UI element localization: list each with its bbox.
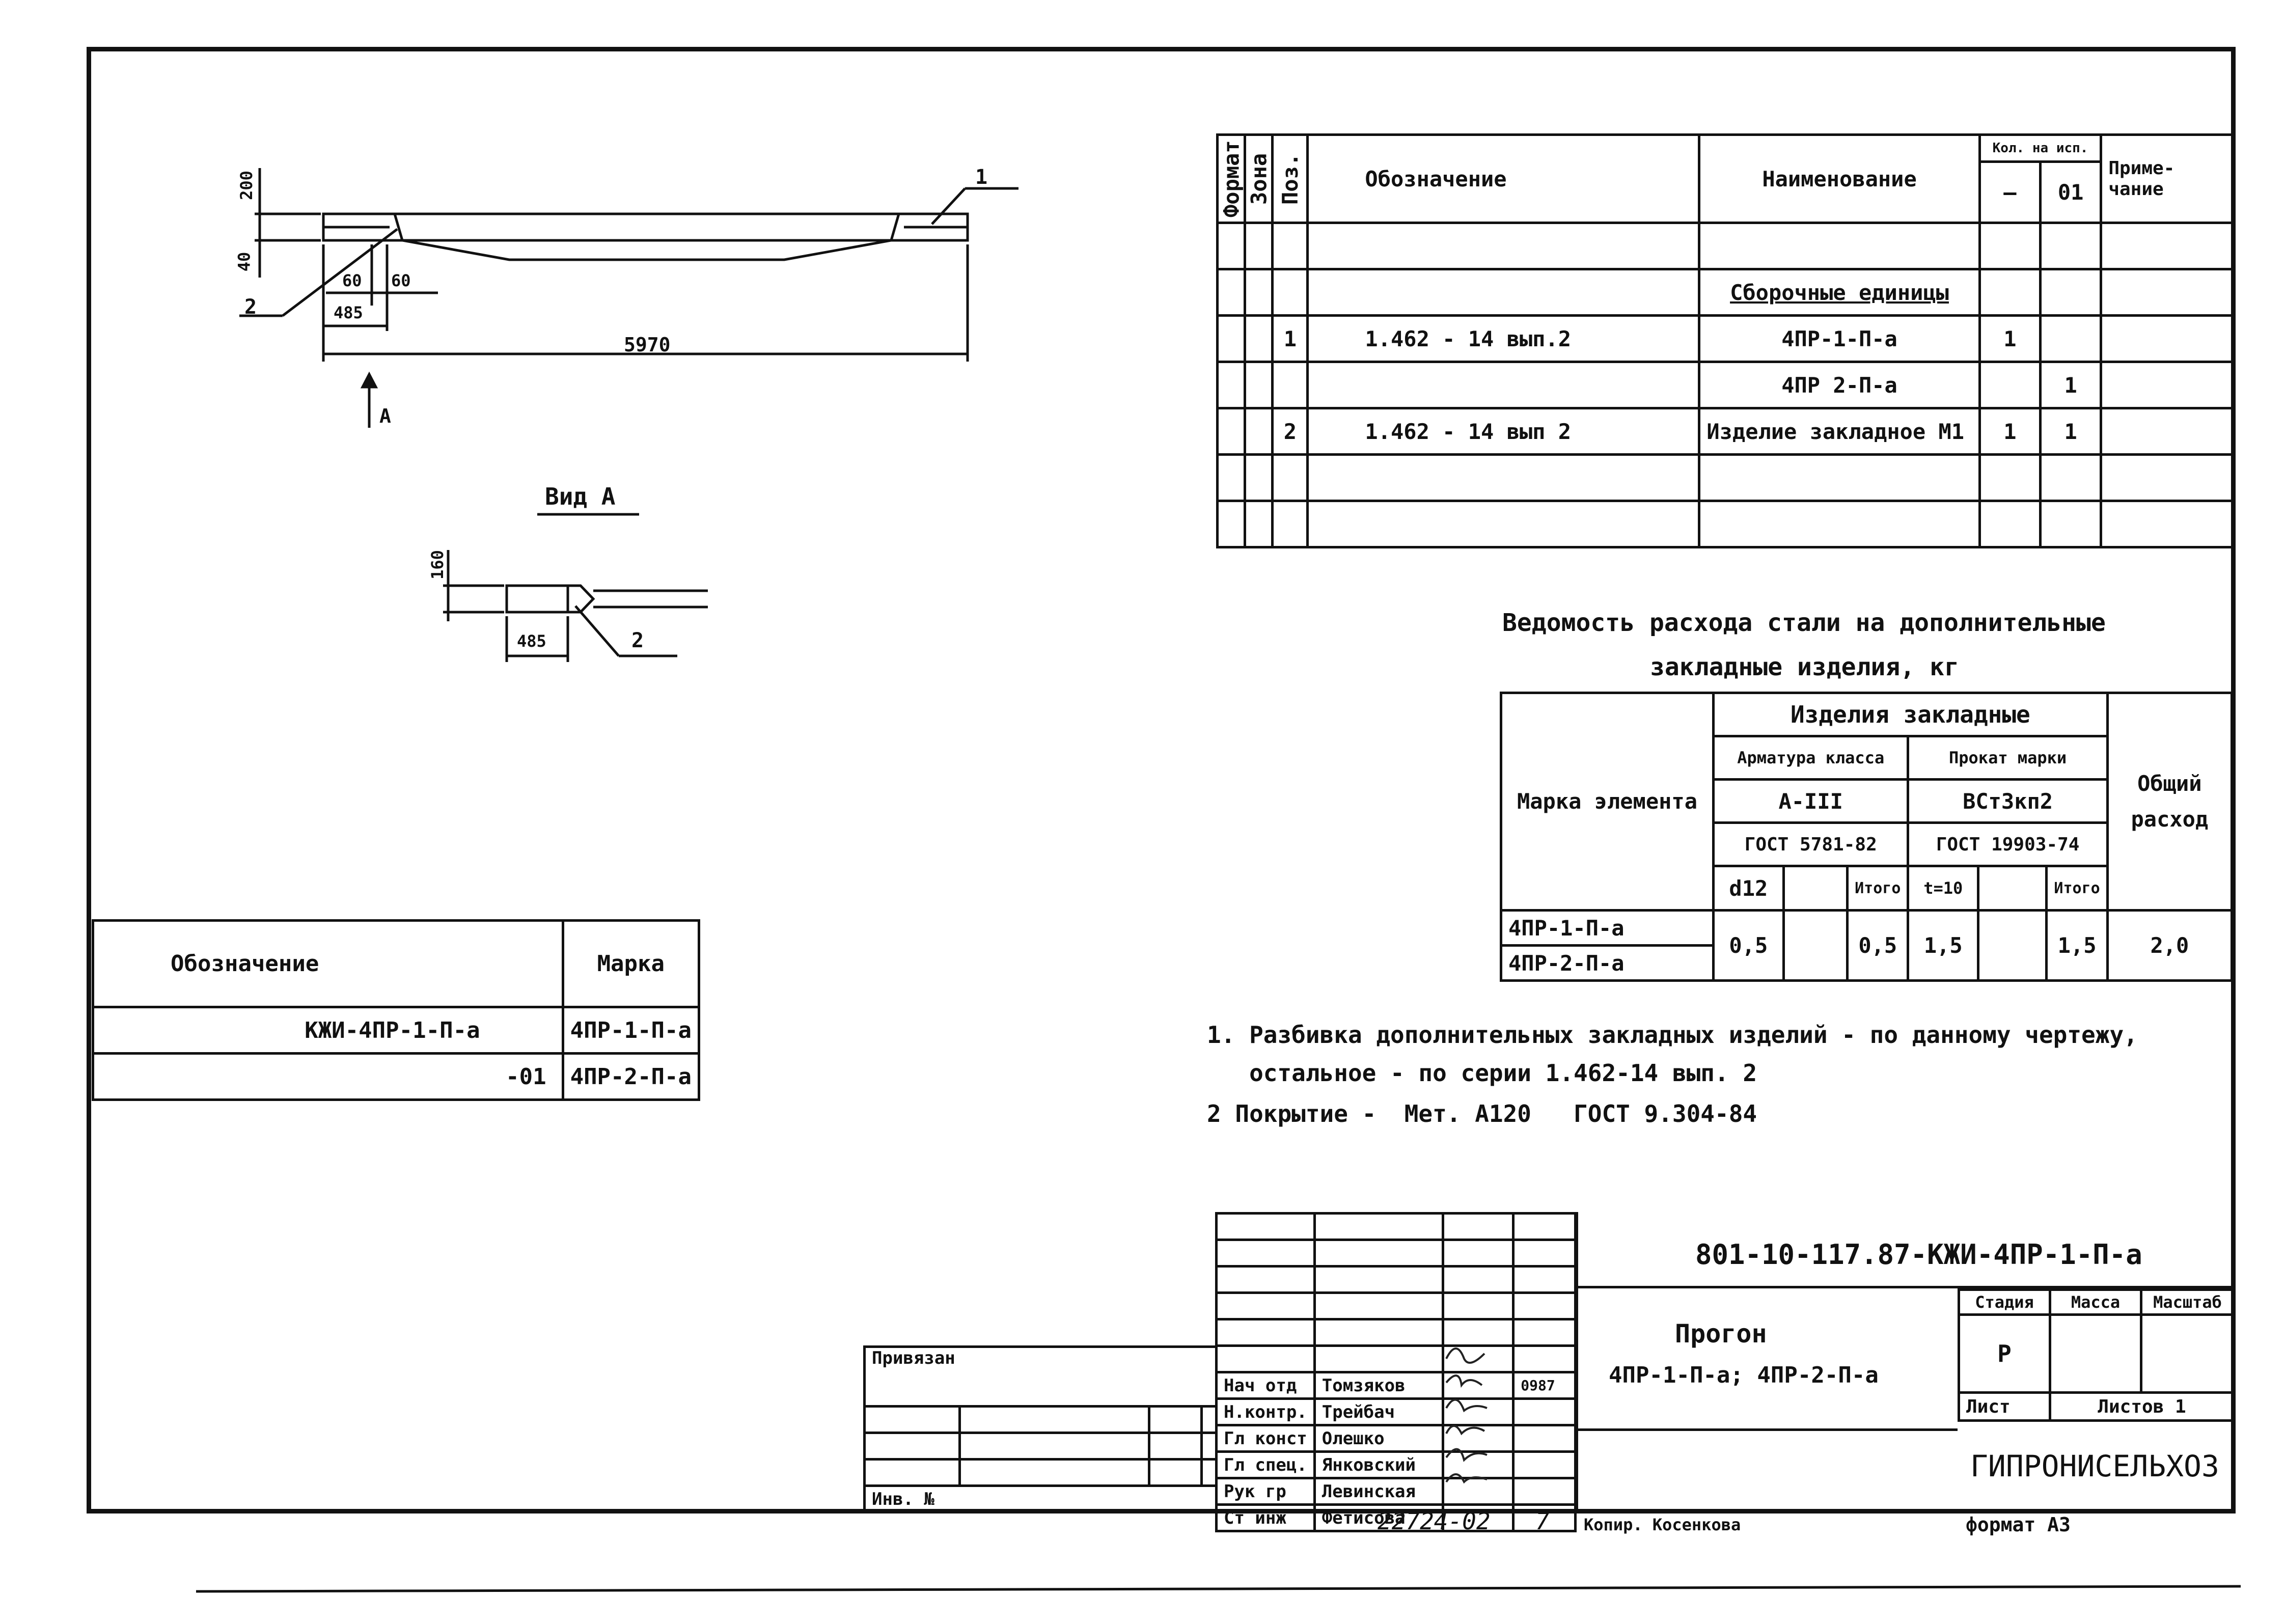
steel-table: Марка элемента Изделия закладные Общий р… [1500, 692, 2234, 982]
stage-value: Р [1958, 1313, 2051, 1394]
view-a-callout: 2 [631, 629, 644, 652]
view-a-title: Вид А [545, 483, 616, 510]
steel-title-1: Ведомость расхода стали на дополнительны… [1502, 609, 2106, 637]
signature [1445, 1425, 1485, 1436]
sheets-label: Листов 1 [2049, 1391, 2235, 1422]
dim-left-b: 60 [391, 271, 411, 290]
beam-haunch [393, 213, 900, 261]
footer-number: 22724-02 [1378, 1507, 1491, 1535]
title-subtitle: 4ПР-1-П-а; 4ПР-2-П-а [1609, 1362, 1879, 1388]
marks-table: Обозначение Марка КЖИ-4ПР-1-П-а 4ПР-1-П-… [92, 919, 701, 1101]
scale-h: Масштаб [2140, 1288, 2235, 1316]
dim-left-a: 60 [342, 271, 362, 290]
table-row [1216, 222, 2235, 270]
steel-v-total1: 0,5 [1846, 909, 1910, 982]
dim-span-total: 5970 [624, 334, 671, 356]
footer-format: формат А3 [1966, 1513, 2071, 1536]
spec-table: Формат Зона Поз. Обозначение Наименовани… [1216, 133, 2235, 548]
org-name: ГИПРОНИСЕЛЬХОЗ [1970, 1449, 2219, 1483]
title-name: Прогон [1675, 1319, 1767, 1348]
steel-h-rolled: Прокат марки [1907, 735, 2109, 781]
steel-v-t: 1,5 [1907, 909, 1980, 982]
steel-v-total2: 1,5 [2045, 909, 2109, 982]
title-date: 0987 [1512, 1371, 1577, 1400]
note-1: 1. Разбивка дополнительных закладных изд… [1207, 1021, 2138, 1049]
spec-section-title: Сборочные единицы [1698, 268, 1981, 317]
table-row: Н.контр.Трейбач [1215, 1397, 1577, 1426]
table-row: 4ПР-1-П-а 0,5 0,5 1,5 1,5 2,0 [1500, 909, 2234, 982]
dim-span-small: 485 [334, 303, 363, 322]
table-row [1216, 453, 2235, 502]
steel-row-mark-2: 4ПР-2-П-а [1500, 944, 1715, 982]
table-row: КЖИ-4ПР-1-П-а 4ПР-1-П-а [92, 1006, 701, 1055]
table-row [1216, 500, 2235, 548]
spec-h-qty-01: 01 [2039, 160, 2103, 224]
steel-h-rebar-gost: ГОСТ 5781-82 [1712, 821, 1910, 867]
signature [1445, 1473, 1488, 1484]
mass-h: Масса [2049, 1288, 2142, 1316]
title-code: 801-10-117.87-КЖИ-4ПР-1-П-а [1695, 1238, 2142, 1271]
view-a-dim-span: 485 [517, 631, 546, 651]
steel-h-rebar: Арматура класса [1712, 735, 1910, 781]
steel-h-items: Изделия закладные [1712, 692, 2109, 737]
steel-title-2: закладные изделия, кг [1650, 653, 1959, 681]
callout-1: 1 [975, 166, 988, 189]
signature [1445, 1448, 1488, 1462]
steel-h-mark: Марка элемента [1500, 692, 1715, 912]
spec-h-name: Наименование [1698, 133, 1981, 224]
stage-table: Стадия Масса Масштаб Р Лист Листов 1 [1958, 1288, 2235, 1422]
spec-h-qty: Кол. на исп. [1978, 133, 2103, 163]
steel-h-total1: Итого [1846, 865, 1910, 912]
spec-h-designation: Обозначение [1306, 133, 1701, 224]
steel-row-mark-1: 4ПР-1-П-а [1500, 909, 1715, 947]
steel-h-rebar-class: А-III [1712, 778, 1910, 824]
table-row: -01 4ПР-2-П-а [92, 1052, 701, 1101]
title-main: 801-10-117.87-КЖИ-4ПР-1-П-а Прогон 4ПР-1… [1576, 1212, 2235, 1512]
signature [1445, 1398, 1488, 1413]
note-2: 2 Покрытие - Мет. А120 ГОСТ 9.304-84 [1207, 1100, 1757, 1127]
table-row: 4ПР-2-П-а [1500, 944, 2232, 982]
steel-h-t: t=10 [1907, 865, 1980, 912]
inv-label: Инв. № [863, 1484, 1218, 1513]
marks-h-designation: Обозначение [92, 919, 564, 1008]
table-row: Гл спец.Янковский [1215, 1450, 1577, 1479]
spec-h-note: Приме- чание [2100, 133, 2235, 224]
spec-h-qty-dash: — [1978, 160, 2042, 224]
marks-h-mark: Марка [561, 919, 701, 1008]
linked-table: Привязан Инв. № [863, 1345, 1218, 1513]
stage-h: Стадия [1958, 1288, 2051, 1316]
steel-h-d12: d12 [1712, 865, 1785, 912]
signature [1445, 1374, 1483, 1388]
view-arrow-label: A [379, 405, 391, 427]
steel-v-d12: 0,5 [1712, 909, 1785, 982]
signature [1445, 1347, 1485, 1364]
steel-h-overall: Общий расход [2106, 692, 2234, 912]
callout-2: 2 [244, 295, 257, 319]
steel-h-rolled-gost: ГОСТ 19903-74 [1907, 821, 2109, 867]
footer-copied: Копир. Косенкова [1584, 1515, 1741, 1534]
footer-sheet-no: 7 [1535, 1507, 1550, 1535]
steel-h-rolled-grade: ВСт3кп2 [1907, 778, 2109, 824]
table-row: Сборочные единицы [1216, 268, 2235, 317]
steel-h-total2: Итого [2045, 865, 2109, 912]
steel-v-overall: 2,0 [2106, 909, 2234, 982]
linked-label: Привязан [863, 1345, 1218, 1408]
sheet-label: Лист [1958, 1391, 2051, 1422]
note-1-cont: остальное - по серии 1.462-14 вып. 2 [1207, 1059, 1757, 1087]
